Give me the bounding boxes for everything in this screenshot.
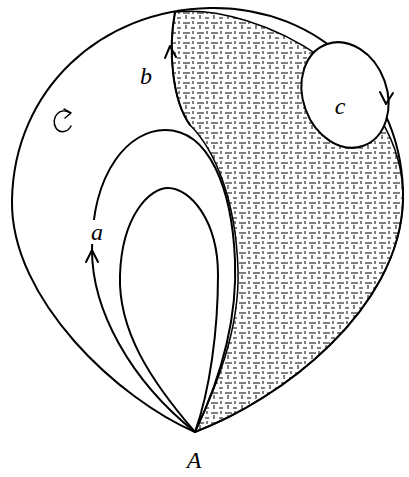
loop-a <box>92 130 235 432</box>
rotation-symbol <box>54 111 71 132</box>
loop-c <box>287 30 403 160</box>
base-point-label: A <box>185 448 204 472</box>
loop-label: b <box>138 64 154 88</box>
arrowhead-a <box>86 250 98 262</box>
arrowhead-b <box>165 46 176 58</box>
rotation-arrowhead <box>64 109 71 118</box>
arrowhead-c <box>380 92 393 104</box>
loop-label: a <box>89 220 105 244</box>
loop-label: c <box>333 94 348 118</box>
outer-boundary <box>12 8 403 432</box>
inner-hole <box>120 188 218 432</box>
loop-b <box>172 12 190 125</box>
